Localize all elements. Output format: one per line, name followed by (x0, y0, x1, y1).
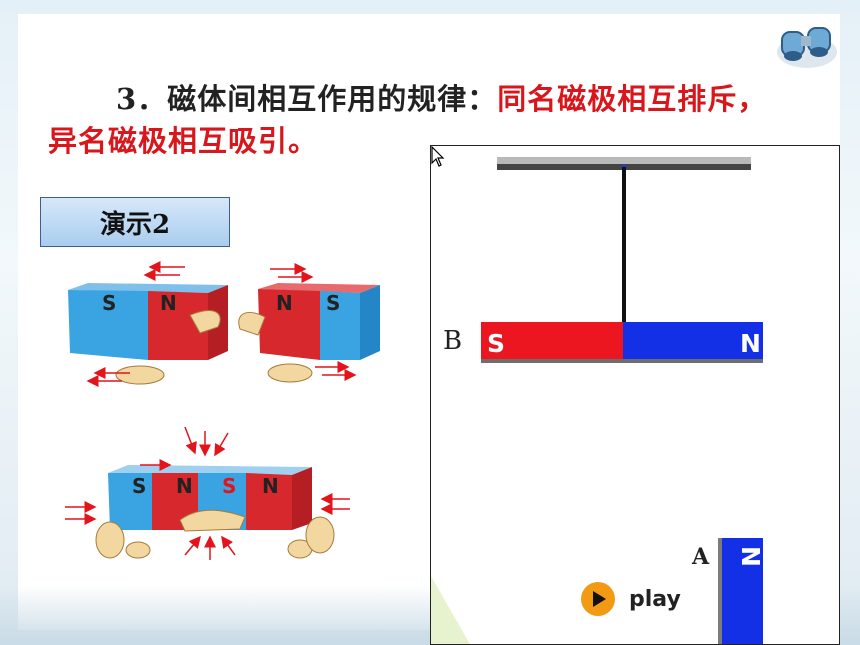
magnet-b-north-label: N (740, 329, 761, 358)
magnet-combined: S N S N (108, 465, 312, 530)
pole-label: S (132, 474, 146, 498)
pole-label: N (160, 291, 177, 315)
magnet-b-south (481, 322, 623, 360)
magnet-b-south-label: S (487, 329, 505, 358)
demo-button-label: 演示2 (99, 209, 171, 240)
binoculars-icon[interactable] (774, 22, 840, 70)
magnet-illustration: S N N S S N S N (65, 261, 380, 560)
simulation-panel[interactable]: S N N B A play (430, 145, 840, 645)
page-heading: 3．磁体间相互作用的规律：同名磁极相互排斥，异名磁极相互吸引。 (48, 78, 788, 162)
pole-label: N (262, 474, 279, 498)
play-label: play (629, 586, 681, 612)
play-icon[interactable] (581, 582, 615, 616)
heading-rule: 同名磁极相互排斥，异名磁极相互吸引。 (48, 82, 768, 158)
pole-label: N (276, 291, 293, 315)
play-button[interactable]: play (581, 582, 681, 616)
magnet-b-north (623, 322, 763, 360)
support-bar (497, 157, 751, 164)
simulation-canvas: S N N (431, 157, 765, 645)
heading-intro: 磁体间相互作用的规律： (167, 82, 498, 116)
pole-label: N (176, 474, 193, 498)
magnet-right-top: N S (258, 283, 380, 360)
label-b: B (443, 326, 463, 356)
label-a: A (692, 544, 710, 570)
demo-button[interactable]: 演示2 (40, 197, 230, 247)
pole-label: S (222, 474, 236, 498)
pole-label: S (326, 291, 340, 315)
heading-number: 3． (116, 82, 168, 116)
cursor-icon (431, 146, 445, 167)
magnet-a[interactable] (721, 538, 763, 645)
magnet-left-top: S N (68, 283, 228, 360)
magnet-a-label: N (736, 546, 765, 567)
pole-label: S (102, 291, 116, 315)
